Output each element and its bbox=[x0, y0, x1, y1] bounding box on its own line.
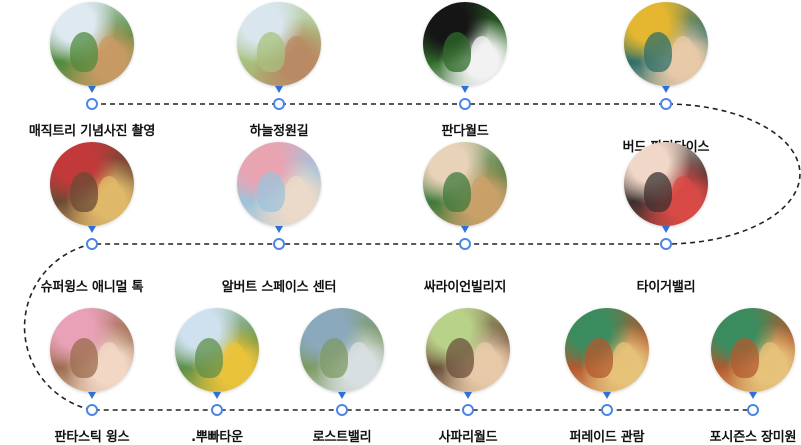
stop-label[interactable]: 로스트밸리 bbox=[312, 430, 372, 445]
photo-subject bbox=[195, 338, 223, 378]
stop-photo[interactable] bbox=[565, 308, 649, 392]
photo-subject bbox=[731, 338, 759, 378]
stop-photo[interactable] bbox=[711, 308, 795, 392]
route-node bbox=[336, 404, 348, 416]
photo-subject bbox=[446, 338, 474, 378]
location-pin-icon bbox=[662, 86, 670, 93]
location-pin-icon bbox=[275, 86, 283, 93]
location-pin-icon bbox=[338, 392, 346, 399]
photo-subject bbox=[585, 338, 613, 378]
photo-subject bbox=[98, 36, 120, 70]
stop-label[interactable]: 사파리월드 bbox=[438, 430, 498, 445]
photo-subject bbox=[98, 176, 120, 210]
route-node bbox=[459, 98, 471, 110]
photo-subject bbox=[257, 32, 285, 72]
location-pin-icon bbox=[603, 392, 611, 399]
photo-subject bbox=[98, 342, 120, 376]
route-node bbox=[273, 238, 285, 250]
photo-subject bbox=[672, 36, 694, 70]
route-node bbox=[660, 238, 672, 250]
route-node bbox=[660, 98, 672, 110]
photo-subject bbox=[348, 342, 370, 376]
route-node bbox=[86, 238, 98, 250]
route-node bbox=[273, 98, 285, 110]
location-pin-icon bbox=[464, 392, 472, 399]
location-pin-icon bbox=[749, 392, 757, 399]
stop-label[interactable]: 매직트리 기념사진 촬영 bbox=[28, 124, 156, 139]
photo-subject bbox=[443, 172, 471, 212]
stop-label[interactable]: 하늘정원길 bbox=[249, 124, 309, 139]
route-node bbox=[86, 98, 98, 110]
photo-subject bbox=[320, 338, 348, 378]
photo-subject bbox=[759, 342, 781, 376]
route-node bbox=[601, 404, 613, 416]
location-pin-icon bbox=[88, 86, 96, 93]
photo-subject bbox=[70, 172, 98, 212]
photo-subject bbox=[70, 32, 98, 72]
photo-subject bbox=[471, 176, 493, 210]
stop-label[interactable]: 타이거밸리 bbox=[636, 280, 696, 295]
stop-photo[interactable] bbox=[175, 308, 259, 392]
route-node bbox=[462, 404, 474, 416]
stop-photo[interactable] bbox=[624, 142, 708, 226]
location-pin-icon bbox=[461, 226, 469, 233]
photo-subject bbox=[443, 32, 471, 72]
location-pin-icon bbox=[662, 226, 670, 233]
photo-subject bbox=[223, 342, 245, 376]
location-pin-icon bbox=[88, 392, 96, 399]
stop-photo[interactable] bbox=[423, 2, 507, 86]
photo-subject bbox=[285, 176, 307, 210]
stop-label[interactable]: .뿌빠타운 bbox=[191, 430, 243, 445]
photo-subject bbox=[70, 338, 98, 378]
location-pin-icon bbox=[88, 226, 96, 233]
photo-subject bbox=[474, 342, 496, 376]
location-pin-icon bbox=[461, 86, 469, 93]
photo-subject bbox=[257, 172, 285, 212]
photo-subject bbox=[613, 342, 635, 376]
photo-subject bbox=[672, 176, 694, 210]
location-pin-icon bbox=[213, 392, 221, 399]
photo-subject bbox=[285, 36, 307, 70]
stop-label[interactable]: 알버트 스페이스 센터 bbox=[221, 280, 337, 295]
stop-photo[interactable] bbox=[624, 2, 708, 86]
stop-photo[interactable] bbox=[50, 308, 134, 392]
stop-label[interactable]: 판타스틱 윙스 bbox=[54, 430, 130, 445]
stop-label[interactable]: 싸라이언빌리지 bbox=[423, 280, 507, 295]
photo-subject bbox=[644, 32, 672, 72]
route-node bbox=[459, 238, 471, 250]
stop-label[interactable]: 퍼레이드 관람 bbox=[569, 430, 645, 445]
stop-photo[interactable] bbox=[237, 142, 321, 226]
stop-photo[interactable] bbox=[237, 2, 321, 86]
stop-photo[interactable] bbox=[300, 308, 384, 392]
route-node bbox=[747, 404, 759, 416]
photo-subject bbox=[471, 36, 493, 70]
stop-photo[interactable] bbox=[426, 308, 510, 392]
stop-label[interactable]: 슈퍼윙스 애니멀 톡 bbox=[40, 280, 144, 295]
stop-photo[interactable] bbox=[423, 142, 507, 226]
stop-photo[interactable] bbox=[50, 2, 134, 86]
route-node bbox=[86, 404, 98, 416]
route-node bbox=[211, 404, 223, 416]
photo-subject bbox=[644, 172, 672, 212]
stop-label[interactable]: 포시즌스 장미원 bbox=[709, 430, 797, 445]
location-pin-icon bbox=[275, 226, 283, 233]
stop-label[interactable]: 판다월드 bbox=[441, 124, 489, 139]
stop-photo[interactable] bbox=[50, 142, 134, 226]
